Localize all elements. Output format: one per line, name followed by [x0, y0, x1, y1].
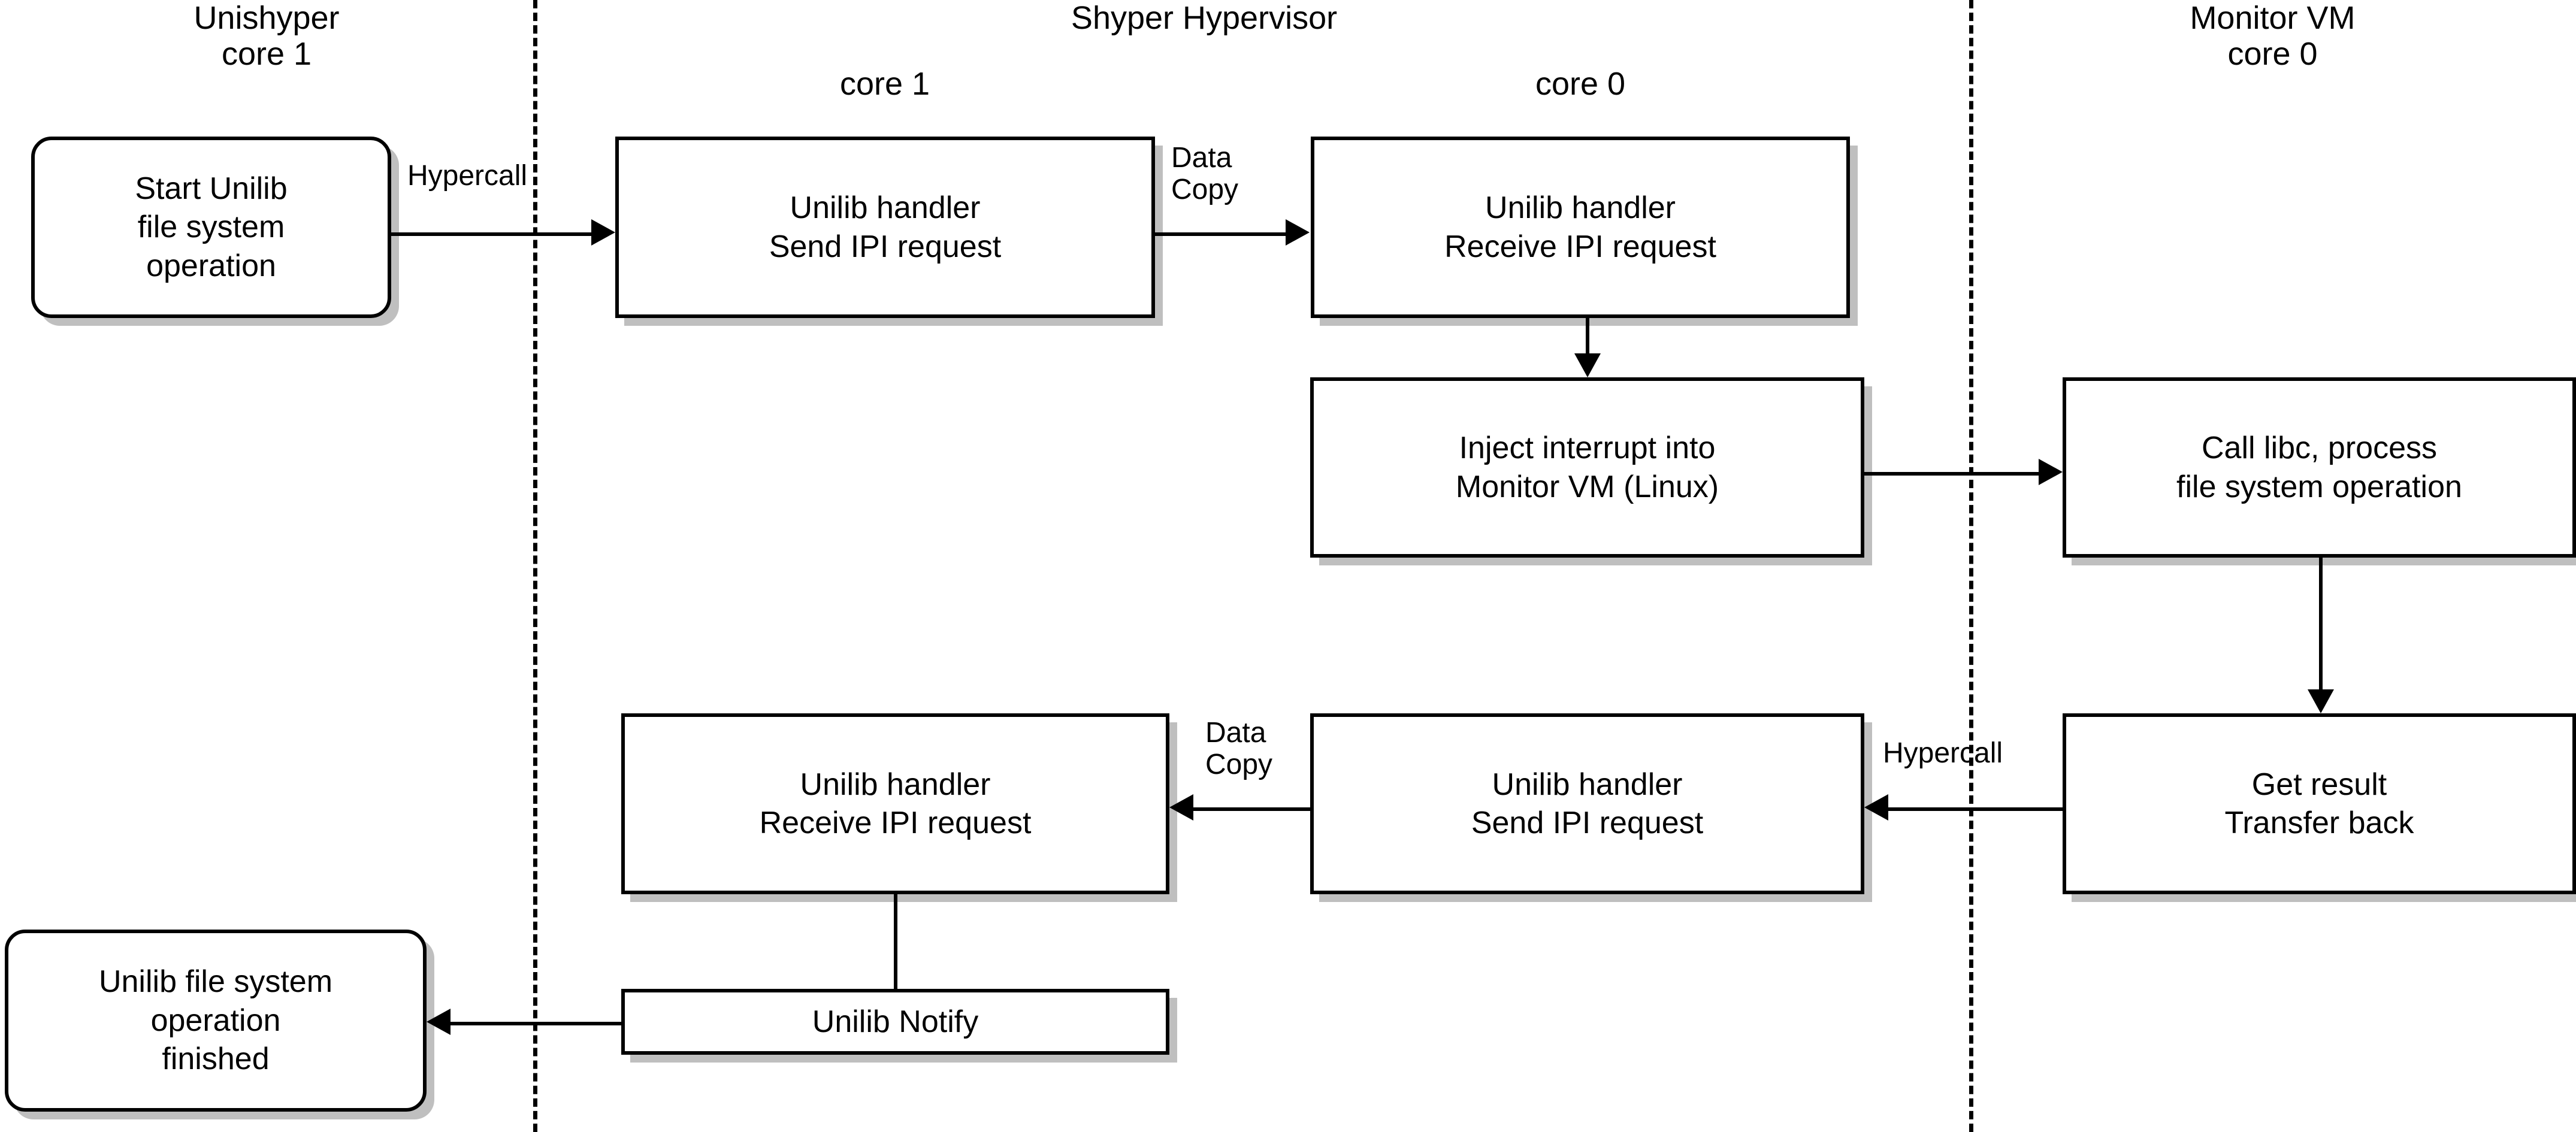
edge-inject-to-libc-line: [1864, 472, 2039, 476]
lane-core-unishyper: core 1: [221, 36, 312, 72]
edge-inject-to-libc-arrowhead: [2039, 459, 2063, 485]
lane-title-unishyper: Unishyper core 1: [0, 0, 533, 72]
lane-name-monitor-vm: Monitor VM: [2190, 0, 2356, 36]
node-line-2: Receive IPI request: [759, 806, 1032, 840]
edge-label-hypercall-top: Hypercall: [407, 160, 528, 192]
node-start-unilib-operation[interactable]: Start Unilib file system operation: [31, 137, 391, 318]
node-line-1: Unilib file system: [98, 964, 333, 1000]
node-line-2: Send IPI request: [769, 229, 1002, 264]
lane-core-label-hyp-core0: core 0: [1311, 66, 1850, 102]
node-line-1: Unilib handler: [800, 767, 991, 802]
edge-data-copy-top-line: [1155, 232, 1286, 236]
edge-receive-to-notify-line: [894, 894, 897, 989]
edge-label-data-copy-top-line1: Data: [1171, 142, 1232, 174]
edge-label-hypercall-bottom-text: Hypercall: [1883, 737, 2003, 769]
edge-hypercall-bottom-line: [1888, 807, 2063, 811]
edge-label-hypercall-top-text: Hypercall: [407, 160, 528, 192]
node-line-2: operation: [150, 1003, 281, 1038]
node-unilib-notify[interactable]: Unilib Notify: [621, 989, 1169, 1055]
node-line-1: Unilib Notify: [812, 1004, 979, 1039]
node-line-3: finished: [162, 1042, 270, 1077]
edge-receive-to-inject-line: [1586, 318, 1589, 353]
edge-hypercall-top-arrowhead: [591, 219, 615, 246]
lane-core-monitor-vm: core 0: [2227, 36, 2318, 72]
lane-core-label-hyp-core1: core 1: [615, 66, 1154, 102]
node-unilib-handler-send-ipi-bottom[interactable]: Unilib handler Send IPI request: [1310, 713, 1864, 894]
node-line-2: Transfer back: [2224, 806, 2414, 840]
node-line-2: file system: [137, 210, 285, 245]
node-call-libc-process-operation[interactable]: Call libc, process file system operation: [2063, 377, 2576, 558]
edge-label-data-copy-top: Data Copy: [1171, 142, 1239, 206]
node-line-3: operation: [146, 248, 276, 283]
node-line-1: Unilib handler: [1492, 767, 1683, 802]
node-line-1: Inject interrupt into: [1459, 431, 1716, 466]
node-get-result-transfer-back[interactable]: Get result Transfer back: [2063, 713, 2576, 894]
node-line-1: Unilib handler: [790, 190, 981, 226]
node-line-1: Get result: [2251, 767, 2387, 802]
edge-data-copy-bottom-line: [1193, 807, 1310, 811]
edge-hypercall-top-line: [391, 232, 591, 236]
edge-libc-to-get-result-arrowhead: [2308, 689, 2334, 713]
node-line-1: Start Unilib: [135, 171, 288, 206]
lane-divider-left: [533, 0, 537, 1132]
node-line-2: Receive IPI request: [1444, 229, 1716, 264]
node-line-2: file system operation: [2176, 469, 2462, 504]
node-unilib-operation-finished[interactable]: Unilib file system operation finished: [5, 930, 427, 1112]
hypervisor-core-0-label: core 0: [1535, 66, 1626, 102]
lane-divider-right: [1969, 0, 1973, 1132]
edge-label-data-copy-top-line2: Copy: [1171, 173, 1239, 205]
edge-libc-to-get-result-line: [2319, 558, 2323, 689]
edge-notify-to-finished-line: [451, 1022, 621, 1025]
edge-data-copy-top-arrowhead: [1286, 219, 1310, 246]
lane-title-monitor-vm: Monitor VM core 0: [1969, 0, 2576, 72]
node-unilib-handler-receive-ipi-top[interactable]: Unilib handler Receive IPI request: [1311, 137, 1850, 318]
edge-label-data-copy-bottom-line2: Copy: [1205, 748, 1273, 780]
edge-hypercall-bottom-arrowhead: [1864, 794, 1888, 821]
edge-label-data-copy-bottom: Data Copy: [1205, 717, 1273, 781]
lane-name-shyper: Shyper Hypervisor: [1071, 0, 1338, 36]
node-line-1: Unilib handler: [1485, 190, 1676, 226]
edge-label-hypercall-bottom: Hypercall: [1883, 737, 2003, 770]
node-inject-interrupt-monitor-vm[interactable]: Inject interrupt into Monitor VM (Linux): [1310, 377, 1864, 558]
edge-label-data-copy-bottom-line1: Data: [1205, 717, 1266, 749]
edge-receive-to-inject-arrowhead: [1574, 353, 1601, 377]
edge-notify-to-finished-arrowhead: [427, 1009, 451, 1035]
node-unilib-handler-receive-ipi-bottom[interactable]: Unilib handler Receive IPI request: [621, 713, 1169, 894]
lane-name-unishyper: Unishyper: [193, 0, 340, 36]
node-unilib-handler-send-ipi-top[interactable]: Unilib handler Send IPI request: [615, 137, 1155, 318]
node-line-1: Call libc, process: [2201, 431, 2438, 466]
hypervisor-core-1-label: core 1: [839, 66, 930, 102]
lane-title-shyper-hypervisor: Shyper Hypervisor: [743, 0, 1665, 36]
edge-data-copy-bottom-arrowhead: [1169, 794, 1193, 821]
node-line-2: Monitor VM (Linux): [1455, 469, 1719, 504]
node-line-2: Send IPI request: [1471, 806, 1704, 840]
